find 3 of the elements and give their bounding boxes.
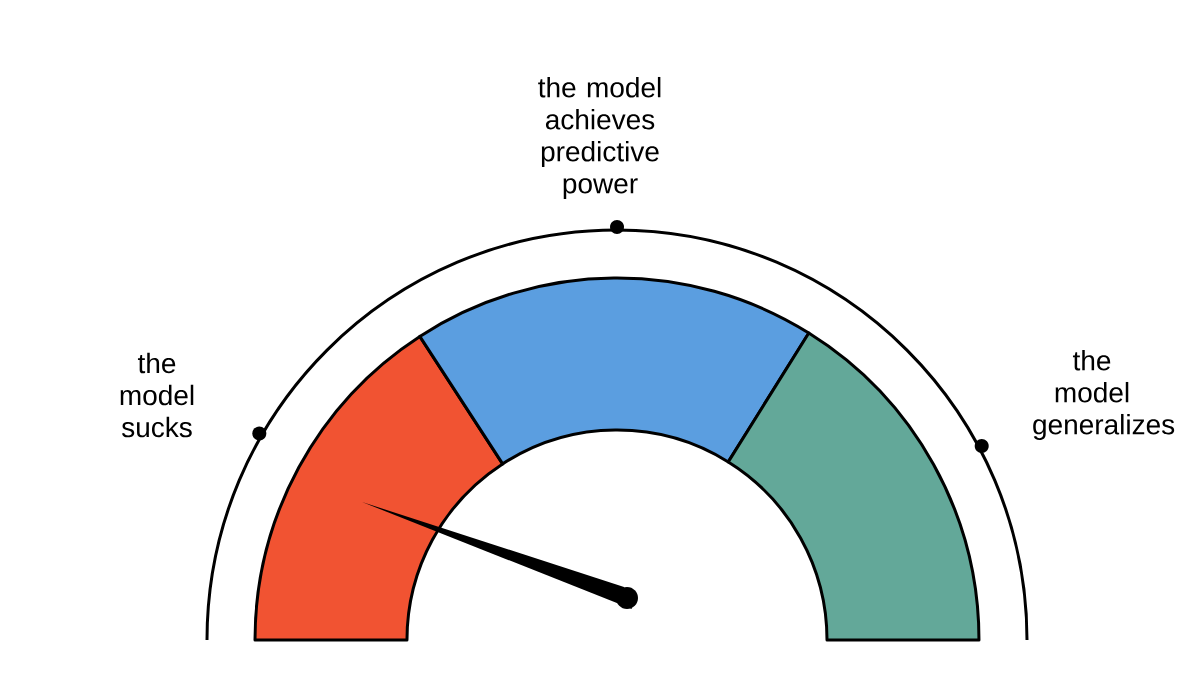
gauge-label: the model sucks [120,352,194,438]
gauge-label: the model achieves predictive power [538,76,661,200]
gauge-label: the model generalizes [1033,349,1175,441]
